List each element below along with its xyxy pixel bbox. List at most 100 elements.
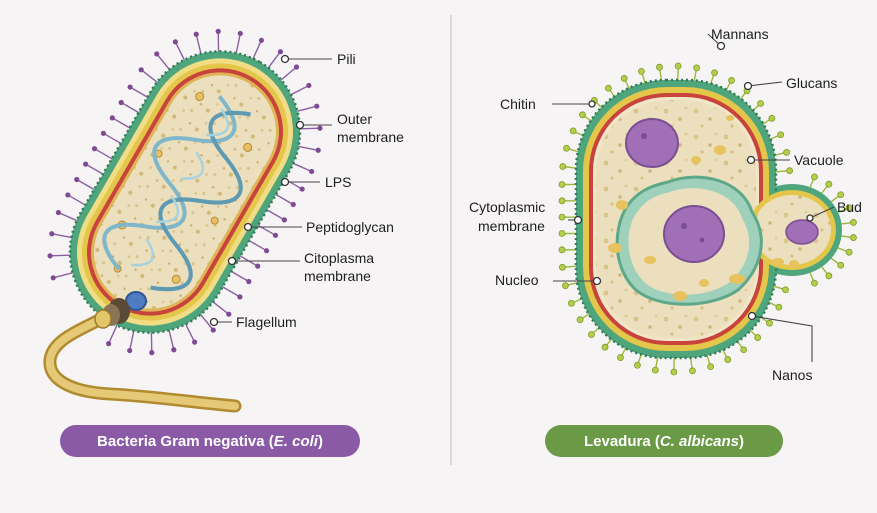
mannan-tip bbox=[675, 63, 681, 69]
pilus bbox=[157, 54, 170, 69]
pilus bbox=[141, 70, 157, 82]
pilus-tip bbox=[65, 192, 70, 197]
mannan-tip bbox=[782, 287, 788, 293]
pilus-tip bbox=[194, 32, 199, 37]
pilus-tip bbox=[314, 104, 319, 109]
label-lps: LPS bbox=[325, 174, 351, 190]
pilus bbox=[291, 85, 309, 94]
svg-text:Levadura (C. albicans): Levadura (C. albicans) bbox=[584, 433, 744, 450]
pilus-tip bbox=[300, 186, 305, 191]
pilus bbox=[109, 325, 117, 343]
upper-nucleus bbox=[626, 119, 678, 167]
pilus-tip bbox=[255, 264, 260, 269]
pilus bbox=[268, 52, 280, 68]
mannan-tip bbox=[769, 115, 775, 121]
mannan-tip bbox=[787, 168, 793, 174]
pilus bbox=[68, 195, 85, 205]
label-pili: Pili bbox=[337, 51, 356, 67]
label-chitin: Chitin bbox=[500, 96, 536, 112]
pilus-tip bbox=[246, 279, 251, 284]
label-outer-membrane-1: Outer bbox=[337, 111, 372, 127]
pilus-tip bbox=[154, 51, 159, 56]
pilus bbox=[169, 330, 174, 349]
mannan-tip bbox=[767, 320, 773, 326]
mannan-tip bbox=[784, 149, 790, 155]
pilus bbox=[231, 272, 248, 282]
mannan-tip bbox=[559, 181, 565, 187]
pilus-tip bbox=[306, 83, 311, 88]
pilus bbox=[186, 324, 195, 342]
pilus bbox=[86, 164, 103, 174]
pilus-tip bbox=[49, 231, 54, 236]
label-outer-membrane-2: membrane bbox=[337, 129, 404, 145]
pilus bbox=[95, 149, 112, 159]
pilus bbox=[253, 40, 261, 58]
label-cytoplasmic-1: Cytoplasmic bbox=[469, 199, 545, 215]
pilus bbox=[58, 213, 76, 221]
pilus-tip bbox=[309, 169, 314, 174]
pilus bbox=[267, 210, 284, 220]
mannan-tip bbox=[602, 344, 608, 350]
mannan-tip bbox=[778, 132, 784, 138]
pilus bbox=[77, 180, 94, 190]
pilus bbox=[236, 33, 240, 53]
mannan-tip bbox=[826, 273, 832, 279]
label-peptidoglycan: Peptidoglycan bbox=[306, 219, 394, 235]
pilus bbox=[223, 287, 240, 297]
mannan-tip bbox=[826, 181, 832, 187]
label-citoplasma-2: membrane bbox=[304, 268, 371, 284]
pilus-tip bbox=[192, 340, 197, 345]
mannan-tip bbox=[712, 70, 718, 76]
pilus-tip bbox=[110, 115, 115, 120]
bacterium bbox=[41, 22, 330, 406]
pilus-tip bbox=[316, 148, 321, 153]
mannan-tip bbox=[559, 247, 565, 253]
pilus bbox=[121, 102, 138, 112]
label-mannans: Mannans bbox=[711, 26, 769, 42]
pilus bbox=[112, 118, 129, 128]
label-cytoplasmic-2: membrane bbox=[478, 218, 545, 234]
pilus-tip bbox=[294, 64, 299, 69]
mannan-tip bbox=[708, 364, 714, 370]
mannan-tip bbox=[638, 68, 644, 74]
mannan-tip bbox=[634, 362, 640, 368]
pilus-tip bbox=[101, 131, 106, 136]
pilus-tip bbox=[119, 100, 124, 105]
pilus bbox=[276, 194, 293, 204]
svg-text:Bacteria Gram negativa (E. col: Bacteria Gram negativa (E. coli) bbox=[97, 433, 323, 450]
mannan-tip bbox=[671, 369, 677, 375]
mannan-tip bbox=[579, 112, 585, 118]
mannan-tip bbox=[657, 64, 663, 70]
pilus bbox=[213, 302, 229, 314]
label-bud: Bud bbox=[837, 199, 862, 215]
pilus-tip bbox=[237, 294, 242, 299]
mannan-tip bbox=[846, 249, 852, 255]
bacterial-cell-body bbox=[41, 22, 330, 362]
mannan-tip bbox=[562, 283, 568, 289]
pilus-tip bbox=[216, 29, 221, 34]
pilus bbox=[130, 87, 147, 97]
pilus-tip bbox=[282, 217, 287, 222]
mannan-tip bbox=[621, 75, 627, 81]
caption-bacteria-end: ) bbox=[318, 433, 323, 450]
mannan-tip bbox=[588, 331, 594, 337]
mannan-tip bbox=[758, 101, 764, 107]
mannan-tip bbox=[838, 262, 844, 268]
pilus bbox=[300, 128, 320, 129]
pilus-tip bbox=[173, 39, 178, 44]
pilus-tip bbox=[211, 327, 216, 332]
pilus-tip bbox=[74, 177, 79, 182]
mannan-tip bbox=[570, 128, 576, 134]
pilus-tip bbox=[226, 312, 231, 317]
mannan-tip bbox=[850, 219, 856, 225]
pilus bbox=[175, 42, 184, 60]
pilus bbox=[281, 67, 296, 80]
mannan-tip bbox=[755, 335, 761, 341]
pilus-tip bbox=[92, 146, 97, 151]
label-nanos: Nanos bbox=[772, 367, 812, 383]
mannan-tip bbox=[741, 347, 747, 353]
pilus-tip bbox=[259, 38, 264, 43]
mannan-tip bbox=[564, 145, 570, 151]
pilus-tip bbox=[51, 275, 56, 280]
